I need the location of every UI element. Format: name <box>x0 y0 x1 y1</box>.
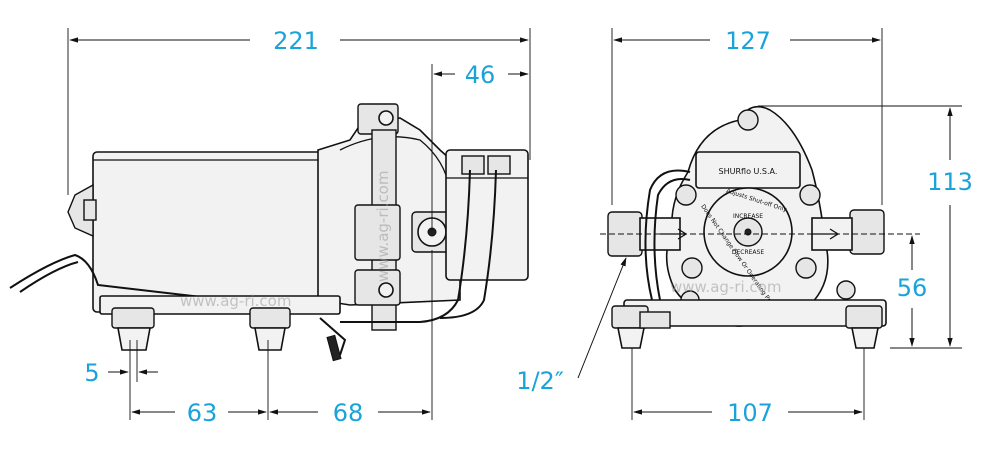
dim-overall-length: 221 <box>273 27 319 55</box>
motor-end-cap <box>67 183 94 238</box>
front-foot-right <box>845 305 883 349</box>
foot-right <box>249 307 291 351</box>
watermark-left: www.ag-ri.com <box>180 292 291 310</box>
increase-label: INCREASE <box>733 213 763 220</box>
dim-overall-width: 127 <box>725 27 771 55</box>
motor-lead-1 <box>9 253 319 306</box>
front-wire-1 <box>644 169 691 301</box>
end-cap-nut <box>83 199 97 221</box>
front-wire-2 <box>653 178 691 301</box>
switch-terminal-2 <box>487 155 511 175</box>
watermark-vertical: www.ag-ri.com <box>374 171 392 282</box>
front-dimensions: 127 113 56 107 1/2″ <box>516 27 973 427</box>
dim-fitting-offset: 46 <box>465 61 496 89</box>
dim-foot-spacing-b: 68 <box>333 399 364 427</box>
switch-box <box>639 311 671 329</box>
wire-2 <box>439 169 497 319</box>
switch-terminal-1 <box>461 155 485 175</box>
dim-overall-height: 113 <box>927 168 973 196</box>
dim-base-width: 107 <box>727 399 773 427</box>
outlet-port-front <box>849 209 885 255</box>
foot-left <box>111 307 155 351</box>
clamp-mid <box>354 204 401 261</box>
wire-lead <box>319 317 347 356</box>
decrease-label: DECREASE <box>732 249 764 256</box>
dim-foot-width: 5 <box>84 359 99 387</box>
front-view: SHURflo U.S.A. INCREASE DECREASE Adjusts… <box>600 105 920 349</box>
dim-foot-spacing-a: 63 <box>187 399 218 427</box>
side-dimensions: 221 46 5 63 68 <box>67 27 531 427</box>
side-view <box>9 103 529 362</box>
wire-1 <box>340 169 471 323</box>
pressure-switch <box>445 149 529 281</box>
watermark-right: www.ag-ri.com <box>670 278 781 296</box>
dim-port-size: 1/2″ <box>516 367 564 395</box>
brand-label: SHURflo U.S.A. <box>719 167 778 176</box>
wire-connector <box>326 334 342 362</box>
dim-port-height: 56 <box>897 274 928 302</box>
front-foot-left <box>611 305 649 349</box>
